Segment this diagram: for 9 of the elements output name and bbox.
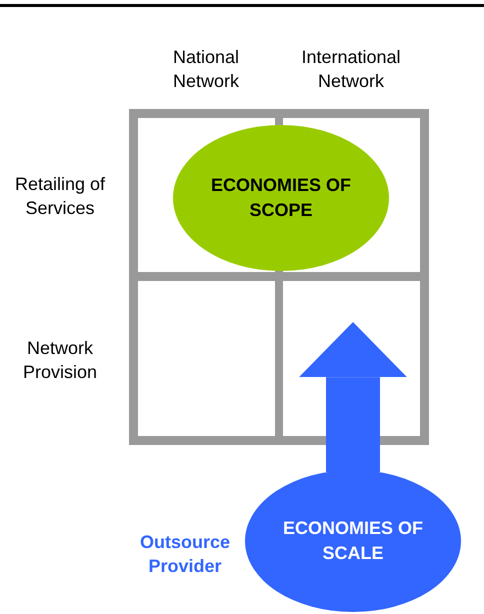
row-header: Retailing of Services — [14, 173, 106, 220]
ellipse-label: ECONOMIES OF SCOPE — [210, 174, 352, 222]
column-header: National Network — [172, 46, 240, 93]
side-label: Outsource Provider — [138, 531, 232, 578]
block-arrow — [299, 322, 407, 472]
ellipse-label: ECONOMIES OF SCALE — [282, 517, 424, 565]
row-header: Network Provision — [22, 337, 98, 384]
matrix-grid — [129, 109, 429, 445]
column-header: International Network — [300, 46, 402, 93]
